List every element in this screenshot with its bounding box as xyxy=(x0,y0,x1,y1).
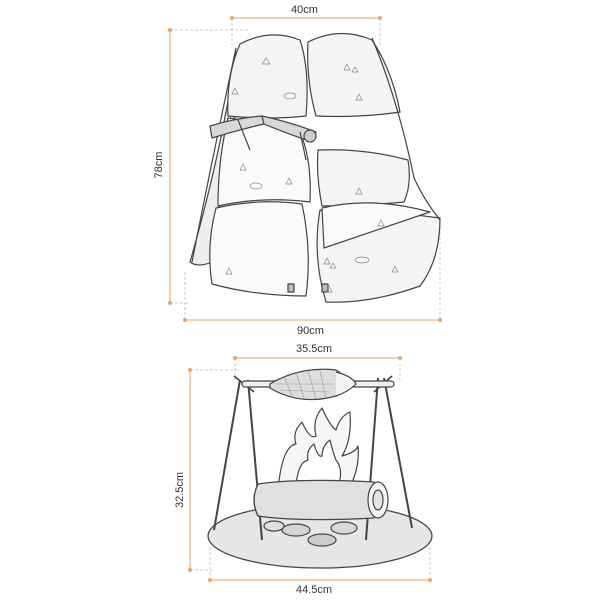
campfire-height-label: 32.5cm xyxy=(174,471,186,509)
tent-bottom-width-label: 90cm xyxy=(297,325,324,337)
toy-campfire-illustration xyxy=(207,368,433,569)
tent-dimension-lines xyxy=(168,16,442,322)
tent-decoration-doodles xyxy=(225,57,399,293)
play-tent-illustration xyxy=(189,32,441,303)
campfire-extension-lines xyxy=(190,358,431,580)
tent-height-label: 78cm xyxy=(153,151,165,179)
tent-extension-lines xyxy=(170,18,441,320)
campfire-dimension-lines xyxy=(188,356,432,582)
campfire-top-width-label: 35.5cm xyxy=(296,343,333,355)
campfire-bottom-width-label: 44.5cm xyxy=(296,584,333,596)
tent-top-width-label: 40cm xyxy=(291,4,318,16)
